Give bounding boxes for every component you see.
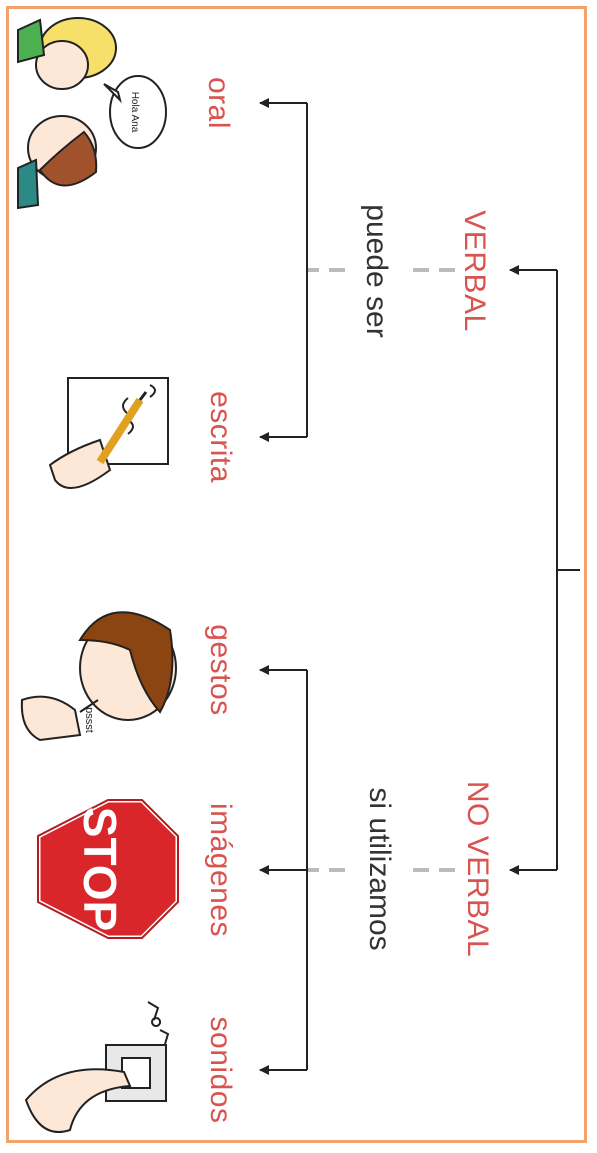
si-utilizamos-connector: si utilizamos: [362, 769, 396, 969]
stop-sign-icon: STOP: [38, 800, 178, 938]
oral-label: oral: [201, 63, 235, 143]
imagenes-label: imágenes: [203, 800, 237, 940]
sonidos-label: sonidos: [203, 1000, 237, 1140]
stop-sign-text: STOP: [74, 807, 126, 931]
people-talking-icon: Hola Ana: [18, 18, 166, 208]
gestos-label: gestos: [203, 610, 237, 730]
puede-ser-connector: puede ser: [359, 201, 393, 341]
gesture-caption: pssst: [83, 707, 95, 733]
speech-bubble-text: Hola Ana: [129, 92, 140, 133]
no-verbal-label: NO VERBAL: [460, 774, 494, 964]
writing-hand-icon: [50, 378, 168, 488]
gesture-person-icon: pssst: [22, 612, 176, 740]
doorbell-icon: [26, 1002, 168, 1132]
verbal-label: VERBAL: [457, 201, 491, 341]
escrita-label: escrita: [203, 377, 237, 497]
